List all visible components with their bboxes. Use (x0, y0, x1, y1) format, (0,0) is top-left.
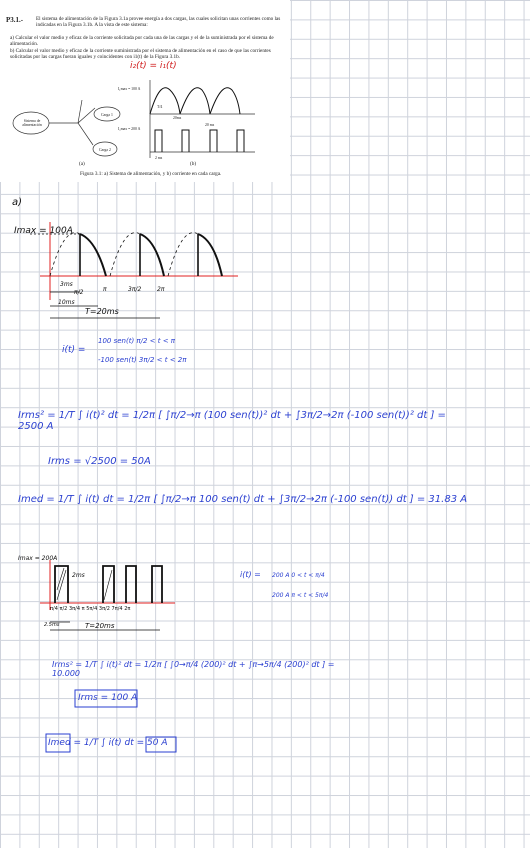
label-load2: Carga 2 (99, 148, 111, 152)
imed2-eq: Imed = 1/T ∫ i(t) dt = 50 A (48, 738, 168, 748)
tick-pi4: π/4 (50, 606, 58, 612)
time-mark-10ms: 10ms (58, 299, 75, 306)
imed-result-box (145, 736, 177, 753)
imax2-label: Imax = 200A (18, 555, 58, 562)
time-mark-3pi2: 3π/2 (128, 286, 142, 293)
label-supply: Sistema de alimentación (22, 119, 42, 127)
fig-a-label: (a) (79, 161, 85, 167)
tick-7pi4: 7π/4 (111, 606, 123, 612)
irms-squared-eq: Irms² = 1/T ∫ i(t)² dt = 1/2π [ ∫π/2→π (… (18, 410, 446, 432)
part-a-label: a) (12, 197, 23, 208)
tick-2pi: 2π (124, 606, 131, 612)
problem-item-b: b) Calcular el valor medio y eficaz de l… (10, 48, 271, 61)
problem-item-a: a) Calcular el valor medio y eficaz de l… (10, 35, 274, 48)
piecewise-lhs: i(t) = (62, 345, 86, 355)
irms-box (74, 689, 138, 708)
problem-statement: P3.1.- El sistema de alimentación de la … (0, 0, 290, 182)
imax-label: Imax = 100A (14, 226, 73, 236)
time-mark-pi2: π/2 (74, 289, 84, 296)
time-mark-pi: π (103, 286, 107, 293)
graph2-period: T=20ms (85, 622, 115, 630)
annotation-red: i₂(t) = i₁(t) (130, 61, 177, 71)
label-t4: 20 ms (205, 123, 215, 127)
piecewise2-lhs: i(t) = (240, 570, 261, 579)
fig-b-label: (b) (190, 161, 197, 167)
tick-3pi4: 3π/4 (68, 606, 81, 612)
figure-3-1 (12, 80, 255, 158)
tick-pi: π (81, 606, 85, 612)
label-i1max: I₁max = 100 A (118, 87, 141, 91)
fig-b-pulses (154, 129, 245, 152)
time-mark-3ms: 3ms (60, 281, 73, 288)
wires (49, 99, 96, 146)
graph1-solid (79, 233, 223, 277)
label-t2: 20ms (173, 116, 182, 120)
tick-3pi2: 3π/2 (98, 606, 110, 612)
label-load1: Carga 1 (101, 113, 113, 117)
graph1-dashed (49, 232, 199, 277)
piecewise2-case-2: 200 A π < t < 5π/4 (272, 592, 329, 599)
piecewise-case-2: -100 sen(t) 3π/2 < t < 2π (98, 356, 187, 364)
piecewise-case-1: 100 sen(t) π/2 < t < π (98, 337, 176, 345)
load2-blob (92, 141, 118, 157)
irms2-result: Irms = 100 A (78, 693, 138, 703)
graph2-pulse-width: 2.5ms (44, 622, 60, 628)
time-mark-T: T=20ms (85, 307, 119, 316)
label-t5: 2 ms (155, 156, 163, 160)
imed-box (45, 733, 71, 753)
fig-b-sine (149, 87, 241, 115)
problem-number: P3.1.- (6, 16, 24, 24)
graph1-brackets (50, 291, 160, 319)
graph2-hatch (56, 567, 113, 601)
figure-caption: Figura 3.1: a) Sistema de alimentación, … (80, 171, 222, 177)
graph2-brackets (50, 621, 160, 631)
load1-blob (93, 106, 121, 122)
label-t1: T/4 (157, 105, 163, 109)
piecewise2-case-1: 200 A 0 < t < π/4 (272, 572, 325, 579)
label-i2max: I₂max = 200 A (118, 127, 141, 131)
problem-text: El sistema de alimentación de la Figura … (36, 16, 281, 29)
pulse-label: 2ms (72, 572, 85, 579)
graph2-ticks: π/4 π/2 3π/4 π 5π/4 3π/2 7π/4 2π (50, 606, 130, 612)
irms2-squared-eq: Irms² = 1/T ∫ i(t)² dt = 1/2π [ ∫0→π/4 (… (52, 660, 335, 678)
tick-pi2: π/2 (59, 606, 68, 612)
imed-eq: Imed = 1/T ∫ i(t) dt = 1/2π [ ∫π/2→π 100… (18, 494, 468, 505)
tick-5pi4: 5π/4 (86, 606, 98, 612)
irms-eq: Irms = √2500 = 50A (48, 456, 151, 467)
time-mark-2pi: 2π (157, 286, 165, 293)
graph2-pulses (54, 565, 163, 603)
